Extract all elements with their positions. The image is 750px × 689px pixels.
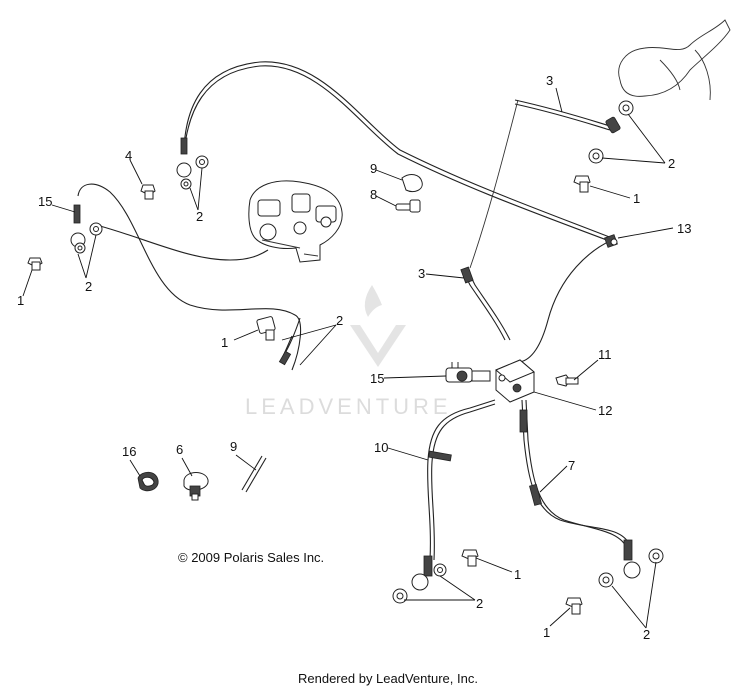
callout-11: 10 bbox=[374, 440, 388, 455]
clip-1-middle bbox=[256, 316, 276, 341]
bolt-4 bbox=[140, 184, 156, 200]
callout-14: 15 bbox=[38, 194, 52, 209]
callout-15: 15 bbox=[370, 371, 384, 386]
v-logo-icon bbox=[350, 325, 406, 367]
callout-2: 2 bbox=[196, 209, 203, 224]
callout-5: 6 bbox=[176, 442, 183, 457]
callout-2: 2 bbox=[668, 156, 675, 171]
junction-block bbox=[495, 359, 535, 403]
callout-2: 2 bbox=[476, 596, 483, 611]
callout-8: 9 bbox=[370, 161, 377, 176]
pressure-switch bbox=[445, 362, 491, 383]
fitting-13 bbox=[604, 234, 618, 248]
callout-9: 9 bbox=[230, 439, 237, 454]
callout-16: 16 bbox=[122, 444, 136, 459]
callout-1: 1 bbox=[633, 191, 640, 206]
caliper-assembly bbox=[248, 180, 343, 263]
callout-2: 2 bbox=[336, 313, 343, 328]
tie-strap-9 bbox=[241, 455, 267, 493]
main-brake-line bbox=[183, 61, 613, 363]
flame-logo-icon bbox=[364, 285, 382, 317]
clip-16 bbox=[137, 471, 159, 492]
callout-13: 13 bbox=[677, 221, 691, 236]
callout-3: 3 bbox=[546, 73, 553, 88]
copyright-notice: © 2009 Polaris Sales Inc. bbox=[178, 550, 324, 565]
brake-line-6 bbox=[519, 399, 631, 551]
brake-line-14 bbox=[77, 183, 302, 371]
watermark-text: LEADVENTURE bbox=[245, 394, 452, 419]
callout-10: 11 bbox=[598, 347, 612, 362]
fitting-lower-right bbox=[598, 539, 664, 588]
brake-line-3 bbox=[460, 99, 611, 341]
leadventure-watermark: LEADVENTURE bbox=[245, 285, 452, 419]
fitting-upper-left bbox=[176, 137, 209, 190]
bolt-1-upper-right bbox=[573, 175, 591, 193]
callout-4: 4 bbox=[125, 148, 132, 163]
callout-1: 1 bbox=[543, 625, 550, 640]
master-cylinder bbox=[618, 19, 731, 101]
callout-7: 8 bbox=[370, 187, 377, 202]
callout-6: 7 bbox=[568, 458, 575, 473]
clamp-5 bbox=[183, 472, 209, 501]
leader-lines bbox=[22, 87, 674, 629]
fitting-8 bbox=[401, 174, 423, 193]
callout-3: 3 bbox=[418, 266, 425, 281]
bolt-1-lower-middle bbox=[461, 549, 479, 567]
hose-ends-2 bbox=[278, 317, 301, 366]
brake-line-11 bbox=[427, 399, 496, 561]
bolt-10 bbox=[555, 374, 579, 387]
callout-2: 2 bbox=[85, 279, 92, 294]
footer-credit: Rendered by LeadVenture, Inc. bbox=[298, 671, 478, 686]
washers-top-right bbox=[588, 100, 634, 164]
callout-12: 12 bbox=[598, 403, 612, 418]
callout-1: 1 bbox=[17, 293, 24, 308]
fitting-14 bbox=[70, 204, 103, 254]
callout-1: 1 bbox=[514, 567, 521, 582]
callout-labels: 4 2 15 1 2 2 1 9 8 3 3 2 1 13 11 15 12 1… bbox=[17, 73, 691, 642]
bleeder-7 bbox=[395, 199, 421, 213]
fitting-lower-left bbox=[392, 555, 447, 604]
bolt-1-lower-right bbox=[565, 597, 583, 615]
bolt-1-left bbox=[27, 257, 43, 271]
callout-1: 1 bbox=[221, 335, 228, 350]
callout-2: 2 bbox=[643, 627, 650, 642]
